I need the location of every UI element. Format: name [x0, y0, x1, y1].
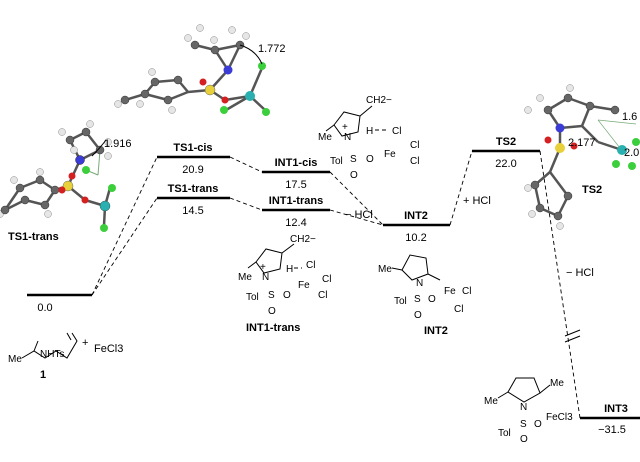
int1cis-cl3: Cl: [410, 156, 419, 167]
int1cis-cl1: Cl: [392, 126, 401, 137]
reactant-label: 1: [40, 369, 46, 381]
ts2-3d-model: 2.177 1.6 2.0 TS2: [524, 84, 640, 230]
int3-s: S: [520, 419, 527, 430]
energy-int1-trans: 12.4: [285, 217, 306, 229]
energy-levels: [27, 149, 640, 420]
ts2-distance-2: 1.6: [622, 111, 637, 123]
connector-ts1trans-int1trans: [229, 197, 263, 211]
int1cis-o2: O: [366, 154, 374, 165]
energy-int2: 10.2: [405, 232, 426, 244]
int3-tol: Tol: [498, 428, 511, 439]
int1cis-tol: Tol: [330, 156, 343, 167]
int1trans-h: H: [286, 264, 293, 275]
int2-structure-label: INT2: [424, 325, 448, 337]
int3-structure: Me Me N S O O Tol FeCl3: [484, 377, 573, 445]
int2-o1: O: [414, 310, 422, 321]
energy-ts2: 22.0: [495, 158, 516, 170]
int3-o1: O: [520, 434, 528, 445]
int1trans-o2: O: [283, 290, 291, 301]
int1trans-n: N: [262, 272, 269, 283]
reactant-nhts: NHTs: [40, 349, 64, 360]
ts1trans-distance: 1.916: [104, 138, 132, 150]
energy-int1-cis: 17.5: [285, 179, 306, 191]
int3-fecl3: FeCl3: [546, 412, 573, 423]
label-int1-trans: INT1-trans: [269, 195, 323, 207]
int1cis-o1: O: [350, 170, 358, 181]
int3-n: N: [520, 402, 527, 413]
int2-me: Me: [378, 264, 392, 275]
energy-ts1-cis: 20.9: [182, 164, 203, 176]
int1cis-fe: Fe: [384, 149, 396, 160]
int1cis-s: S: [350, 154, 357, 165]
connector-ts1cis-int1cis: [229, 156, 263, 173]
int1cis-structure: Me N + CH2− H S O O Tol Fe Cl Cl Cl: [318, 95, 419, 181]
annotation-plus-hcl: + HCl: [463, 195, 491, 207]
energy-ts1-trans: 14.5: [182, 205, 203, 217]
annotation-minus-hcl-2: − HCl: [566, 267, 594, 279]
energy-start: 0.0: [37, 302, 52, 314]
connectors: [91, 150, 581, 419]
int1cis-ch2: CH2−: [366, 95, 392, 106]
int1trans-me: Me: [238, 272, 252, 283]
int1trans-plus: +: [260, 262, 266, 273]
int1trans-s: S: [268, 290, 275, 301]
ts1cis-3d-model: 1.772: [114, 24, 286, 116]
int3-me1: Me: [484, 396, 498, 407]
int1cis-h: H: [366, 126, 373, 137]
int1trans-cl1: Cl: [306, 260, 315, 271]
int3-o2: O: [534, 419, 542, 430]
axis-break-mark-2: [564, 335, 581, 343]
int1trans-label: INT1-trans: [246, 322, 300, 334]
label-ts2: TS2: [496, 136, 516, 148]
int2-o2: O: [428, 294, 436, 305]
reactant-structure: Me NHTs 1 + FeCl3: [8, 332, 123, 381]
int2-structure: Me N S O O Tol Fe Cl Cl INT2: [378, 254, 471, 337]
label-int3: INT3: [604, 403, 628, 415]
int1trans-ch2: CH2−: [290, 234, 316, 245]
label-int1-cis: INT1-cis: [275, 157, 318, 169]
int1trans-o1: O: [268, 306, 276, 317]
connector-start-ts1cis: [91, 156, 158, 296]
reactant-fecl3: FeCl3: [94, 343, 123, 355]
label-ts1-trans: TS1-trans: [168, 183, 219, 195]
int1cis-plus: +: [342, 122, 348, 133]
connector-int1cis-int2: [329, 171, 384, 226]
int1cis-me: Me: [318, 132, 332, 143]
ts1trans-3d-model: 1.916 TS1-trans: [0, 120, 132, 243]
int2-n: N: [416, 278, 423, 289]
axis-break-mark-1: [564, 329, 581, 337]
connector-ts2-int3: [539, 150, 581, 419]
reactant-plus: +: [82, 337, 88, 349]
ts2-3d-label: TS2: [582, 184, 602, 196]
energy-int3: −31.5: [598, 424, 626, 436]
int1trans-cl2: Cl: [322, 274, 331, 285]
int2-cl1: Cl: [462, 286, 471, 297]
connector-start-ts1trans: [91, 197, 158, 296]
connector-int1trans-int2: [329, 209, 384, 226]
annotation-minus-hcl-1: − HCl: [345, 209, 373, 221]
int2-fe: Fe: [444, 286, 456, 297]
connector-int2-ts2: [449, 150, 473, 226]
label-ts1-cis: TS1-cis: [173, 142, 212, 154]
ts2-distance-3: 2.0: [624, 147, 639, 159]
int1trans-cl3: Cl: [318, 290, 327, 301]
int1cis-cl2: Cl: [410, 140, 419, 151]
int2-tol: Tol: [394, 296, 407, 307]
int1cis-n: N: [344, 132, 351, 143]
reactant-me: Me: [8, 354, 22, 365]
int2-s: S: [414, 294, 421, 305]
int1trans-tol: Tol: [246, 292, 259, 303]
int2-cl2: Cl: [454, 304, 463, 315]
ts2-distance-1: 2.177: [568, 137, 596, 149]
label-int2: INT2: [404, 210, 428, 222]
int3-me2: Me: [550, 378, 564, 389]
int1trans-structure: Me N + CH2− H S O O Tol Fe Cl Cl Cl INT1…: [238, 234, 331, 334]
ts1cis-distance: 1.772: [258, 43, 286, 55]
int1trans-fe: Fe: [298, 280, 310, 291]
ts1trans-3d-label: TS1-trans: [8, 231, 59, 243]
